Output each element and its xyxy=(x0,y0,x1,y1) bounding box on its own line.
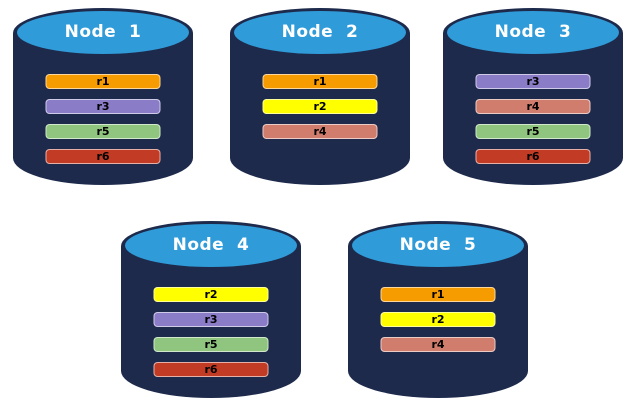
replica-label: r1 xyxy=(431,288,445,301)
replica-list: r1 r2 r4 xyxy=(262,66,378,139)
replica-label: r4 xyxy=(431,338,445,351)
replica-bar: r4 xyxy=(262,124,378,139)
replica-label: r5 xyxy=(96,125,110,138)
replica-label: r2 xyxy=(313,100,327,113)
replica-label: r5 xyxy=(204,338,218,351)
cylinder-top-face: Node 1 xyxy=(17,11,189,54)
replica-bar: r2 xyxy=(380,312,496,327)
replica-bar: r6 xyxy=(475,149,591,164)
replica-bar: r1 xyxy=(380,287,496,302)
replica-label: r2 xyxy=(431,313,445,326)
replica-label: r6 xyxy=(96,150,110,163)
replica-bar: r5 xyxy=(153,337,269,352)
replica-label: r6 xyxy=(526,150,540,163)
replica-label: r1 xyxy=(96,75,110,88)
replica-list: r3 r4 r5 r6 xyxy=(475,66,591,164)
node-cylinder: Node 3 r3 r4 r5 r6 xyxy=(443,8,623,185)
cylinder-top-rim: Node 1 xyxy=(13,8,193,58)
cylinder-top-rim: Node 3 xyxy=(443,8,623,58)
replica-bar: r6 xyxy=(45,149,161,164)
node-cylinder: Node 5 r1 r2 r4 xyxy=(348,221,528,398)
node-title: Node 3 xyxy=(494,21,572,42)
node-title: Node 2 xyxy=(281,21,359,42)
replica-list: r2 r3 r5 r6 xyxy=(153,279,269,377)
cylinder-top-face: Node 2 xyxy=(234,11,406,54)
cylinder-top-rim: Node 5 xyxy=(348,221,528,271)
replica-label: r3 xyxy=(204,313,218,326)
node-title: Node 1 xyxy=(64,21,142,42)
replica-bar: r3 xyxy=(153,312,269,327)
replica-label: r4 xyxy=(526,100,540,113)
replica-label: r3 xyxy=(96,100,110,113)
node-title: Node 5 xyxy=(399,234,477,255)
replica-bar: r2 xyxy=(153,287,269,302)
cylinder-top-rim: Node 4 xyxy=(121,221,301,271)
replica-label: r1 xyxy=(313,75,327,88)
replica-label: r3 xyxy=(526,75,540,88)
replica-bar: r5 xyxy=(475,124,591,139)
replica-bar: r3 xyxy=(475,74,591,89)
replica-label: r2 xyxy=(204,288,218,301)
replica-label: r5 xyxy=(526,125,540,138)
replica-label: r6 xyxy=(204,363,218,376)
replica-bar: r6 xyxy=(153,362,269,377)
replica-bar: r2 xyxy=(262,99,378,114)
node-title: Node 4 xyxy=(172,234,250,255)
replica-list: r1 r3 r5 r6 xyxy=(45,66,161,164)
replica-bar: r4 xyxy=(475,99,591,114)
cylinder-top-face: Node 5 xyxy=(352,224,524,267)
cylinder-top-face: Node 3 xyxy=(447,11,619,54)
node-cylinder: Node 4 r2 r3 r5 r6 xyxy=(121,221,301,398)
replica-bar: r1 xyxy=(45,74,161,89)
replica-bar: r5 xyxy=(45,124,161,139)
cylinder-top-face: Node 4 xyxy=(125,224,297,267)
replica-label: r4 xyxy=(313,125,327,138)
cylinder-top-rim: Node 2 xyxy=(230,8,410,58)
replica-bar: r4 xyxy=(380,337,496,352)
node-cylinder: Node 1 r1 r3 r5 r6 xyxy=(13,8,193,185)
node-cylinder: Node 2 r1 r2 r4 xyxy=(230,8,410,185)
replica-list: r1 r2 r4 xyxy=(380,279,496,352)
replica-bar: r1 xyxy=(262,74,378,89)
replica-bar: r3 xyxy=(45,99,161,114)
